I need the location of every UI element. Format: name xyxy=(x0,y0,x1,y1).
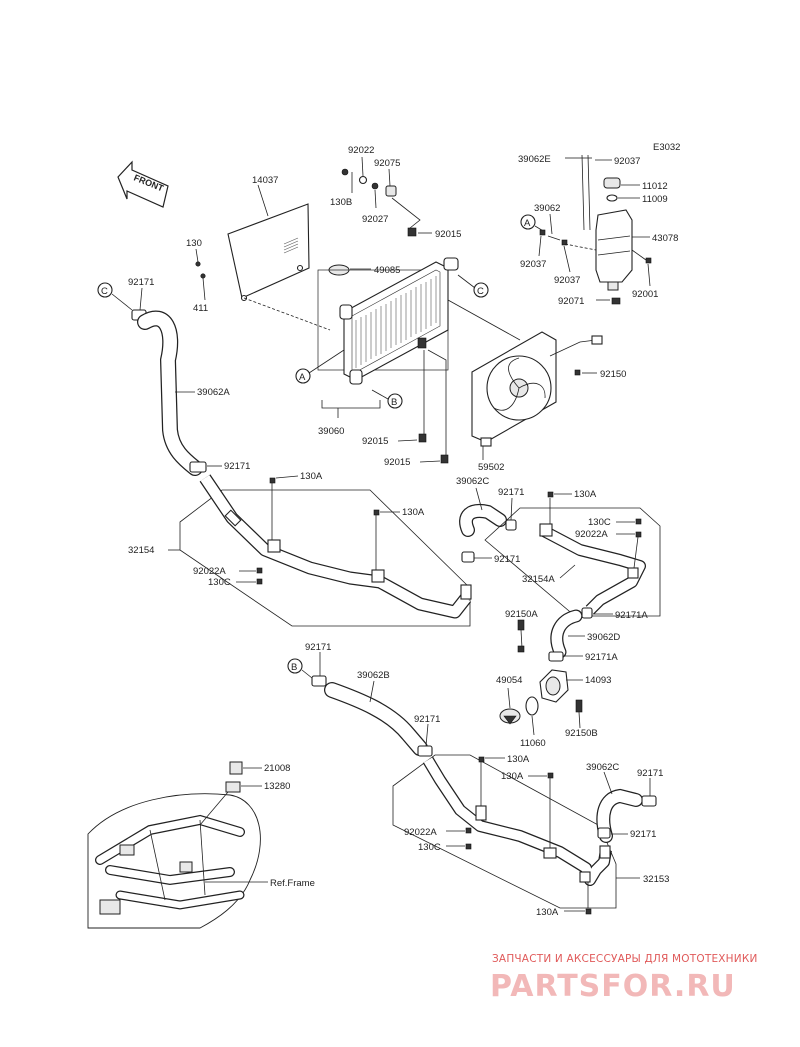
label-11009: 11009 xyxy=(642,194,668,205)
label-130-top: 130 xyxy=(186,238,202,249)
callout-a-tank-label: A xyxy=(524,218,531,229)
callout-a-radiator-icon xyxy=(295,368,311,384)
label-130B: 130B xyxy=(330,197,352,208)
label-130A-2: 130A xyxy=(402,507,425,518)
label-92150A: 92150A xyxy=(505,609,538,620)
label-92022A-2: 92022A xyxy=(575,529,608,540)
label-39060: 39060 xyxy=(318,426,344,437)
label-92171-lw: 92171 xyxy=(414,714,440,725)
watermark: ЗАПЧАСТИ И АКСЕССУАРЫ ДЛЯ МОТОТЕХНИКИ PA… xyxy=(490,953,758,1004)
label-130C-3: 130C xyxy=(418,842,441,853)
pipe-32154 xyxy=(200,475,471,618)
label-92171-mid: 92171 xyxy=(224,461,250,472)
label-130A-5: 130A xyxy=(501,771,524,782)
label-130A-1: 130A xyxy=(300,471,323,482)
label-32154A: 32154A xyxy=(522,574,555,585)
label-411: 411 xyxy=(193,303,208,314)
hose-39062D xyxy=(551,610,582,658)
label-92027: 92027 xyxy=(362,214,388,225)
label-92171-c: 92171 xyxy=(128,277,154,288)
label-130A-4: 130A xyxy=(507,754,530,765)
label-92001: 92001 xyxy=(632,289,658,300)
callout-a-tank-icon xyxy=(520,214,536,230)
diagram-code: E3032 xyxy=(653,142,680,153)
label-130A-3: 130A xyxy=(574,489,597,500)
bracket-13280-icon xyxy=(225,781,241,793)
label-92037-top: 92037 xyxy=(614,156,640,167)
label-92171A-1: 92171A xyxy=(615,610,648,621)
label-13280: 13280 xyxy=(264,781,290,792)
label-49085: 49085 xyxy=(374,265,400,276)
bolt-130-icon xyxy=(195,261,201,267)
hose-39062A xyxy=(138,311,202,475)
front-arrow-icon: FRONT xyxy=(117,160,169,208)
label-39062C-2: 39062C xyxy=(586,762,619,773)
label-130C-1: 130C xyxy=(208,577,231,588)
label-14093: 14093 xyxy=(585,675,611,686)
label-14037: 14037 xyxy=(252,175,278,186)
label-59502: 59502 xyxy=(478,462,504,473)
callout-c-hose-label: C xyxy=(101,286,108,297)
label-130A-6: 130A xyxy=(536,907,559,918)
hose-39062C-upper xyxy=(460,505,506,536)
label-92171-b: 92171 xyxy=(305,642,331,653)
reserve-tank xyxy=(578,154,633,305)
label-21008: 21008 xyxy=(264,763,290,774)
watermark-line2: PARTSFOR.RU xyxy=(490,969,736,1004)
label-11012: 11012 xyxy=(642,181,668,192)
label-39062C-1: 39062C xyxy=(456,476,489,487)
label-39062D: 39062D xyxy=(587,632,620,643)
callout-b-radiator-label: B xyxy=(391,397,397,408)
label-92075: 92075 xyxy=(374,158,400,169)
label-92171-l2: 92171 xyxy=(630,829,656,840)
label-92022A-1: 92022A xyxy=(193,566,226,577)
callout-c-radiator-icon xyxy=(473,282,489,298)
label-92015-top: 92015 xyxy=(435,229,461,240)
pipe-32153 xyxy=(423,757,611,885)
label-39062B: 39062B xyxy=(357,670,390,681)
label-92171-r2: 92171 xyxy=(498,487,524,498)
label-39062: 39062 xyxy=(534,203,560,214)
ref-frame-label: Ref.Frame xyxy=(270,878,315,889)
label-11060: 11060 xyxy=(520,738,546,749)
label-92015-b: 92015 xyxy=(384,457,410,468)
callout-b-radiator-icon xyxy=(387,393,403,409)
radiator-screen xyxy=(227,203,310,302)
label-92150: 92150 xyxy=(600,369,626,380)
washer-411-icon xyxy=(200,273,206,279)
label-92150B: 92150B xyxy=(565,728,598,739)
sensor-21008-icon xyxy=(229,761,243,775)
label-92037-a: 92037 xyxy=(520,259,546,270)
label-32154: 32154 xyxy=(128,545,154,556)
label-92071: 92071 xyxy=(558,296,584,307)
label-32153: 32153 xyxy=(643,874,669,885)
label-92037-b: 92037 xyxy=(554,275,580,286)
label-92022: 92022 xyxy=(348,145,374,156)
label-39062A: 39062A xyxy=(197,387,230,398)
frame-reference xyxy=(87,791,261,929)
callout-c-hose-icon xyxy=(97,282,113,298)
cooling-fan xyxy=(471,331,603,447)
label-49054: 49054 xyxy=(496,675,522,686)
radiator xyxy=(317,257,459,385)
label-92171-l1: 92171 xyxy=(637,768,663,779)
callout-b-hose-icon xyxy=(287,658,303,674)
label-92171-r1: 92171 xyxy=(494,554,520,565)
callout-a-radiator-label: A xyxy=(299,372,306,383)
watermark-line1: ЗАПЧАСТИ И АКСЕССУАРЫ ДЛЯ МОТОТЕХНИКИ xyxy=(492,953,758,965)
label-92022A-3: 92022A xyxy=(404,827,437,838)
label-39062E: 39062E xyxy=(518,154,551,165)
label-43078: 43078 xyxy=(652,233,678,244)
callout-c-radiator-label: C xyxy=(477,286,484,297)
label-92015-a: 92015 xyxy=(362,436,388,447)
label-130C-2: 130C xyxy=(588,517,611,528)
o-ring-icon xyxy=(525,696,539,716)
callout-b-hose-label: B xyxy=(291,662,297,673)
label-92171A-2: 92171A xyxy=(585,652,618,663)
pipe-32154A xyxy=(539,525,645,614)
hose-39062B xyxy=(325,683,427,755)
